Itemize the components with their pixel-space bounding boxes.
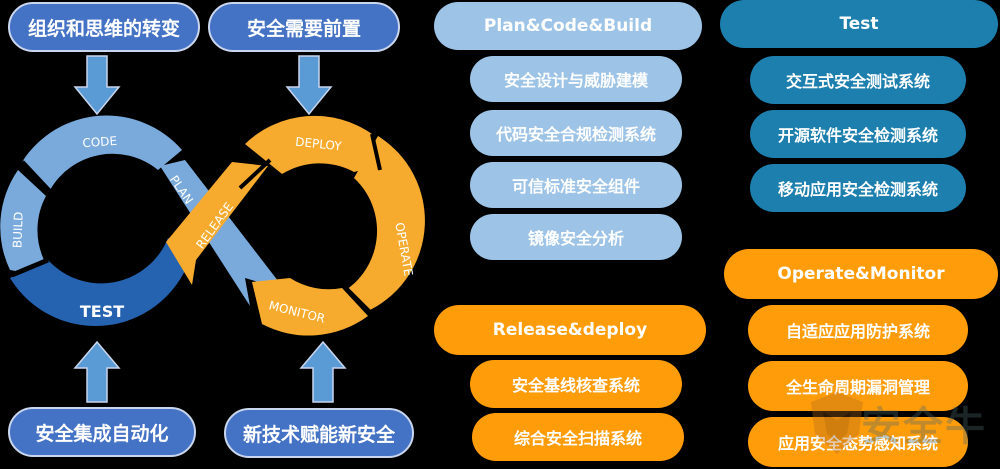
arrow-up-icon bbox=[299, 340, 347, 403]
stage-label-build: BUILD bbox=[10, 211, 25, 248]
tool-item: 镜像安全分析 bbox=[470, 214, 682, 260]
devops-infinity-loop: CODE BUILD TEST PLAN RELEASE DEPLOY OPER… bbox=[0, 115, 425, 336]
tool-item: 交互式安全测试系统 bbox=[750, 56, 966, 104]
label-text: 新技术赋能新安全 bbox=[242, 423, 395, 446]
arrow-down-icon bbox=[285, 55, 333, 116]
tool-item-label: 交互式安全测试系统 bbox=[785, 72, 930, 91]
tool-item-label: 安全基线核查系统 bbox=[511, 376, 640, 395]
tool-item-label: 自适应应用防护系统 bbox=[785, 322, 930, 341]
loop-segment-code bbox=[22, 115, 182, 190]
tool-item: 代码安全合规检测系统 bbox=[470, 110, 682, 156]
tool-item: 可信标准安全组件 bbox=[470, 162, 682, 208]
tool-item: 应用安全态势感知系统 bbox=[748, 417, 968, 467]
arrow-up-icon bbox=[73, 340, 121, 403]
loop-segment-build bbox=[0, 170, 46, 275]
label-new-tech-empower: 新技术赋能新安全 bbox=[224, 408, 414, 458]
loop-segment-release bbox=[166, 162, 268, 285]
tool-item: 自适应应用防护系统 bbox=[748, 305, 968, 355]
dev-ring bbox=[0, 115, 285, 327]
label-text: 安全集成自动化 bbox=[35, 422, 169, 445]
category-test: Test bbox=[720, 0, 998, 48]
category-release-deploy: Release&deploy bbox=[434, 305, 706, 355]
loop-segment-monitor bbox=[252, 278, 368, 336]
stage-label-code: CODE bbox=[82, 134, 118, 150]
tool-item-label: 镜像安全分析 bbox=[527, 229, 624, 248]
category-title: Operate&Monitor bbox=[777, 264, 945, 284]
label-org-mindset-shift: 组织和思维的转变 bbox=[8, 2, 200, 52]
category-title: Release&deploy bbox=[492, 320, 648, 340]
tool-item-label: 移动应用安全检测系统 bbox=[777, 180, 938, 199]
label-security-automation: 安全集成自动化 bbox=[8, 407, 196, 457]
label-text: 组织和思维的转变 bbox=[27, 17, 180, 40]
tool-item: 开源软件安全检测系统 bbox=[750, 110, 966, 158]
tool-item: 安全设计与威胁建模 bbox=[470, 56, 682, 102]
tool-item-label: 全生命周期漏洞管理 bbox=[785, 378, 930, 397]
category-operate-monitor: Operate&Monitor bbox=[724, 249, 998, 299]
loop-segment-plan bbox=[160, 160, 285, 306]
tool-item: 移动应用安全检测系统 bbox=[750, 164, 966, 212]
tool-item-label: 综合安全扫描系统 bbox=[513, 429, 642, 448]
tool-item-label: 应用安全态势感知系统 bbox=[777, 434, 938, 453]
category-title: Test bbox=[839, 14, 879, 34]
tool-item-label: 可信标准安全组件 bbox=[511, 177, 640, 196]
tool-item-label: 安全设计与威胁建模 bbox=[503, 71, 648, 90]
label-text: 安全需要前置 bbox=[246, 17, 361, 40]
loop-segment-deploy bbox=[245, 115, 378, 174]
tool-item: 全生命周期漏洞管理 bbox=[748, 361, 968, 411]
tool-item: 安全基线核查系统 bbox=[470, 360, 682, 408]
stage-label-deploy: DEPLOY bbox=[295, 135, 343, 154]
loop-segment-test bbox=[10, 238, 192, 327]
label-security-shift-left: 安全需要前置 bbox=[208, 2, 400, 52]
ops-ring bbox=[166, 115, 425, 336]
stage-label-test: TEST bbox=[80, 302, 124, 321]
tool-item: 综合安全扫描系统 bbox=[472, 413, 684, 461]
tool-item-label: 开源软件安全检测系统 bbox=[777, 126, 938, 145]
arrow-down-icon bbox=[73, 55, 121, 116]
category-title: Plan&Code&Build bbox=[483, 16, 653, 36]
loop-segment-operate bbox=[346, 136, 425, 310]
tool-item-label: 代码安全合规检测系统 bbox=[495, 125, 656, 144]
category-plan-code-build: Plan&Code&Build bbox=[434, 2, 702, 50]
